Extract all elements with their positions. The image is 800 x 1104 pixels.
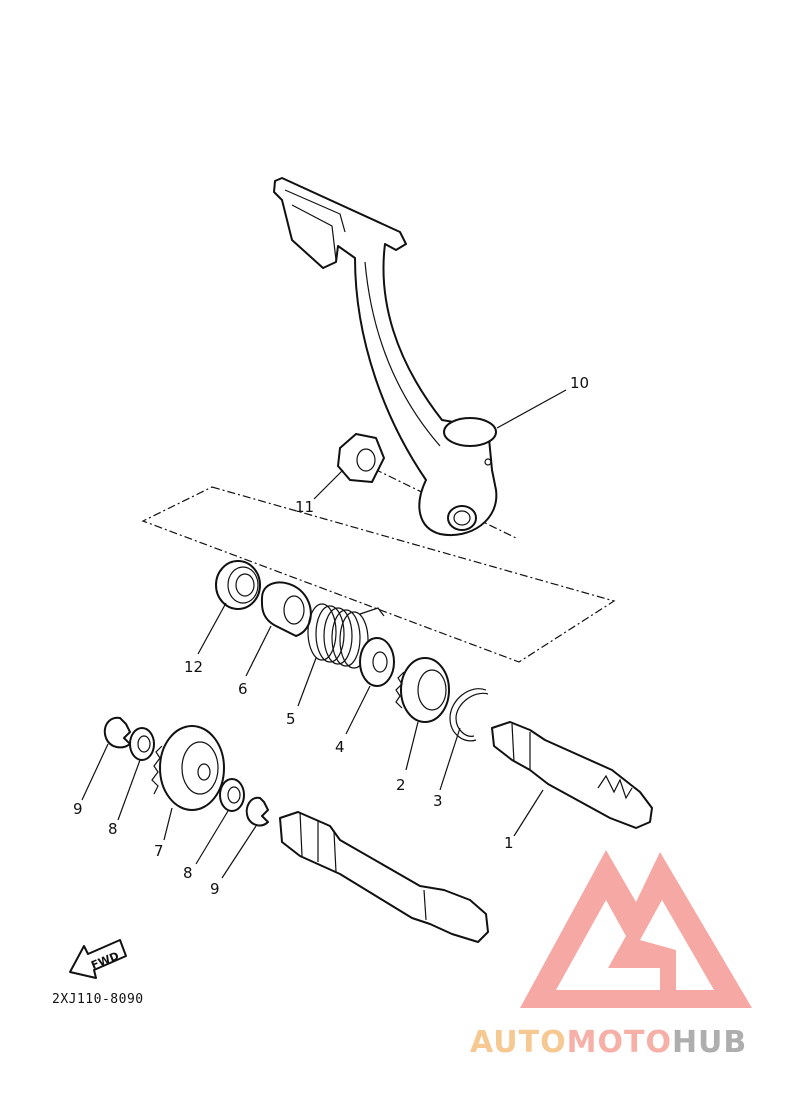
torsion-spring-part-5 bbox=[307, 603, 385, 669]
callout-11: 11 bbox=[295, 498, 314, 516]
washer-part-4 bbox=[359, 637, 395, 687]
callout-4: 4 bbox=[335, 738, 345, 756]
drawing-code: 2XJ110-8090 bbox=[52, 992, 144, 1007]
main-shaft bbox=[279, 811, 489, 943]
callout-8-left: 8 bbox=[108, 820, 118, 838]
callout-8-right: 8 bbox=[183, 864, 193, 882]
callout-1: 1 bbox=[504, 834, 514, 852]
leader-lines bbox=[81, 389, 567, 879]
forward-direction-arrow: FWD bbox=[69, 939, 127, 979]
collar-part-6 bbox=[260, 581, 312, 637]
washer-part-8-right bbox=[219, 778, 245, 812]
callout-3: 3 bbox=[433, 792, 443, 810]
kick-lever-part-10 bbox=[273, 177, 498, 537]
callout-9-right: 9 bbox=[210, 880, 220, 898]
ratchet-gear-part-2 bbox=[395, 657, 450, 723]
nut-part-11 bbox=[337, 433, 385, 483]
automotohub-logo: AUTOMOTOHUB bbox=[470, 850, 752, 1060]
callout-2: 2 bbox=[396, 776, 406, 794]
circlip-part-9-right bbox=[245, 796, 269, 827]
circlip-part-9-left bbox=[103, 716, 131, 749]
logo-moto: MOTO bbox=[567, 1025, 672, 1060]
callout-6: 6 bbox=[238, 680, 248, 698]
assembly-group-outline bbox=[141, 486, 616, 663]
callout-10: 10 bbox=[570, 374, 589, 392]
logo-hub: HUB bbox=[672, 1025, 747, 1060]
circlip-part-3 bbox=[449, 688, 489, 742]
callout-9-left: 9 bbox=[73, 800, 83, 818]
callout-5: 5 bbox=[286, 710, 296, 728]
idle-gear-part-7 bbox=[151, 725, 225, 811]
kick-shaft-part-1 bbox=[491, 721, 653, 829]
washer-part-8-left bbox=[129, 727, 155, 761]
oil-seal-part-12 bbox=[215, 560, 261, 610]
callout-12: 12 bbox=[184, 658, 203, 676]
logo-auto: AUTO bbox=[470, 1025, 567, 1060]
svg-text:AUTOMOTOHUB: AUTOMOTOHUB bbox=[470, 1025, 747, 1060]
callout-7: 7 bbox=[154, 842, 164, 860]
